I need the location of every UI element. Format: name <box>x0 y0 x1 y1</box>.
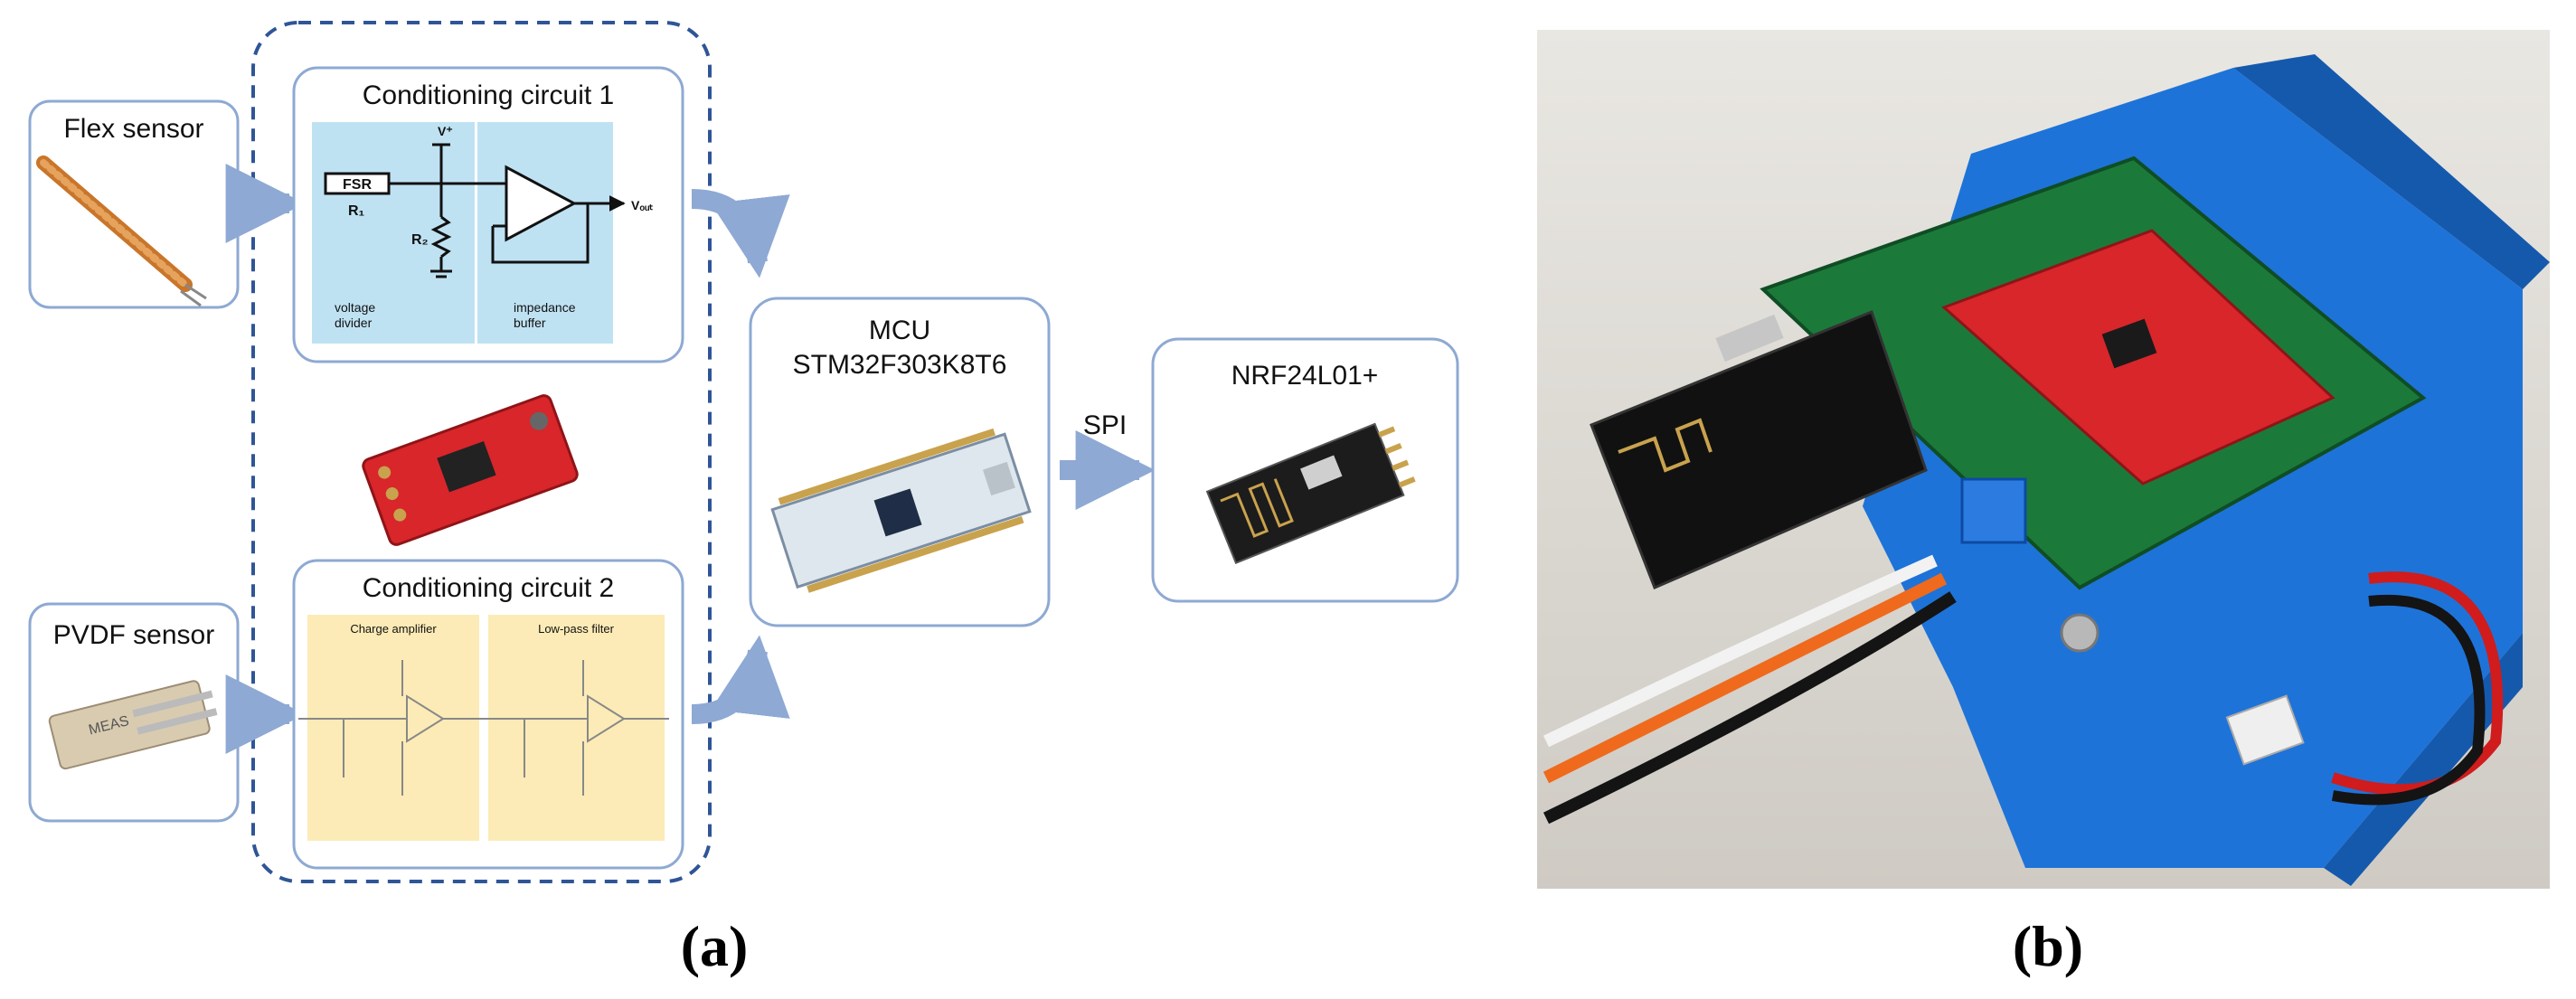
cond2-schematic <box>298 660 669 796</box>
pvdf-sensor-label: PVDF sensor <box>53 620 214 650</box>
r2-label: R₂ <box>411 232 429 248</box>
cond2-lowpass-bg <box>488 615 665 841</box>
radio-module-image <box>1205 422 1416 564</box>
opamp-symbol <box>505 165 578 242</box>
wire-white <box>1543 554 1938 748</box>
blue-holder-shadow <box>2233 54 2550 289</box>
vplus-label: V⁺ <box>438 124 453 138</box>
wire-black <box>1543 591 1957 825</box>
conditioning-circuit-1: Conditioning circuit 1 FSR R₁ <box>292 66 684 363</box>
mcu-line1: MCU <box>869 316 930 345</box>
voltage-divider-text: voltage <box>335 300 375 315</box>
cond1-title: Conditioning circuit 1 <box>363 80 614 110</box>
pvdf-sensor-block: PVDF sensor MEAS <box>28 602 240 823</box>
cond1-divider-bg <box>312 122 475 344</box>
conditioning-group-border <box>251 21 712 883</box>
radio-label: NRF24L01+ <box>1231 361 1379 391</box>
mounting-screw <box>2060 613 2099 653</box>
blue-holder-side <box>2324 633 2523 886</box>
charge-amplifier-label: Charge amplifier <box>350 622 437 636</box>
panel-b: (b) <box>1537 30 2550 978</box>
panel-b-caption: (b) <box>2013 914 2083 978</box>
cond2-charge-amp-bg <box>307 615 479 841</box>
voltage-divider-text-line-2: divider <box>335 316 373 330</box>
spi-label: SPI <box>1083 410 1127 440</box>
flex-sensor-label: Flex sensor <box>63 114 203 144</box>
impedance-buffer-text: impedance <box>514 300 576 315</box>
flex-sensor-block: Flex sensor <box>28 99 240 309</box>
arrow-cond1-to-mcu <box>691 189 790 278</box>
mcu-board-image <box>770 428 1032 593</box>
mcu-line2: STM32F303K8T6 <box>793 350 1007 380</box>
device-photo <box>1537 30 2550 889</box>
potentiometer <box>1960 477 2027 544</box>
white-connector <box>2225 694 2305 766</box>
cond1-buffer-bg <box>477 122 613 344</box>
r1-label: R₁ <box>348 203 365 219</box>
amplifier-board-image <box>362 394 579 546</box>
panel-a: Flex sensor PVDF sensor MEAS <box>28 21 1459 978</box>
cond2-title: Conditioning circuit 2 <box>363 573 614 603</box>
conditioning-circuit-2: Conditioning circuit 2 Charge amplifier … <box>292 559 684 870</box>
fsr-label: FSR <box>343 177 372 193</box>
amplifier-chip <box>2101 318 2157 369</box>
radio-antenna-trace <box>1618 418 1713 473</box>
vout-label: Vₒᵤₜ <box>631 198 653 212</box>
flex-sensor-strip-image <box>36 156 207 307</box>
wire-orange <box>1543 572 1948 784</box>
wire-red-loop <box>2331 571 2504 796</box>
radio-crystal <box>1715 314 1784 363</box>
impedance-buffer-text-line-2: buffer <box>514 316 546 330</box>
mcu-block: MCU STM32F303K8T6 <box>749 297 1051 627</box>
arrow-cond2-to-mcu <box>691 635 790 724</box>
low-pass-filter-label: Low-pass filter <box>538 622 614 636</box>
wire-black-loop <box>2331 594 2486 806</box>
radio-block: NRF24L01+ <box>1151 337 1459 603</box>
radio-module <box>1590 310 1928 589</box>
panel-a-caption: (a) <box>681 914 749 978</box>
pvdf-sensor-image: MEAS <box>48 680 218 770</box>
cond1-schematic <box>324 143 626 278</box>
